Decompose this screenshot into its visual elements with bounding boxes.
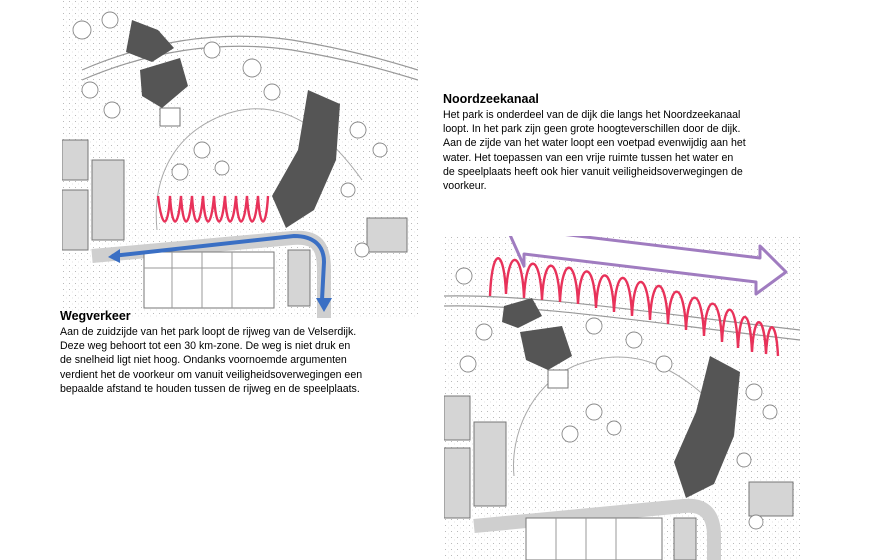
building xyxy=(674,356,740,498)
section-wegverkeer: Wegverkeer Aan de zuidzijde van het park… xyxy=(60,309,420,396)
site-plan-road xyxy=(62,0,418,318)
housing-block xyxy=(91,159,125,241)
section-body: Aan de zuidzijde van het park loopt de r… xyxy=(60,326,363,395)
building xyxy=(140,58,188,108)
building xyxy=(126,20,174,62)
section-title: Noordzeekanaal xyxy=(443,92,539,106)
building xyxy=(520,326,572,370)
housing-row xyxy=(525,517,663,560)
safety-zone-zigzag xyxy=(488,257,780,357)
section-noordzeekanaal: Noordzeekanaal Het park is onderdeel van… xyxy=(443,92,803,193)
road-traffic-arrow xyxy=(111,233,327,301)
safety-zone-zigzag xyxy=(156,195,270,223)
building xyxy=(502,298,542,328)
building xyxy=(272,90,340,228)
canal-path-arrow xyxy=(508,236,788,296)
housing-block xyxy=(473,421,507,507)
housing-block xyxy=(444,395,471,441)
housing-block xyxy=(62,139,89,181)
section-title: Wegverkeer xyxy=(60,309,131,323)
site-plan-canal xyxy=(444,236,800,560)
housing-row xyxy=(143,251,275,309)
section-body: Het park is onderdeel van de dijk die la… xyxy=(443,109,746,193)
